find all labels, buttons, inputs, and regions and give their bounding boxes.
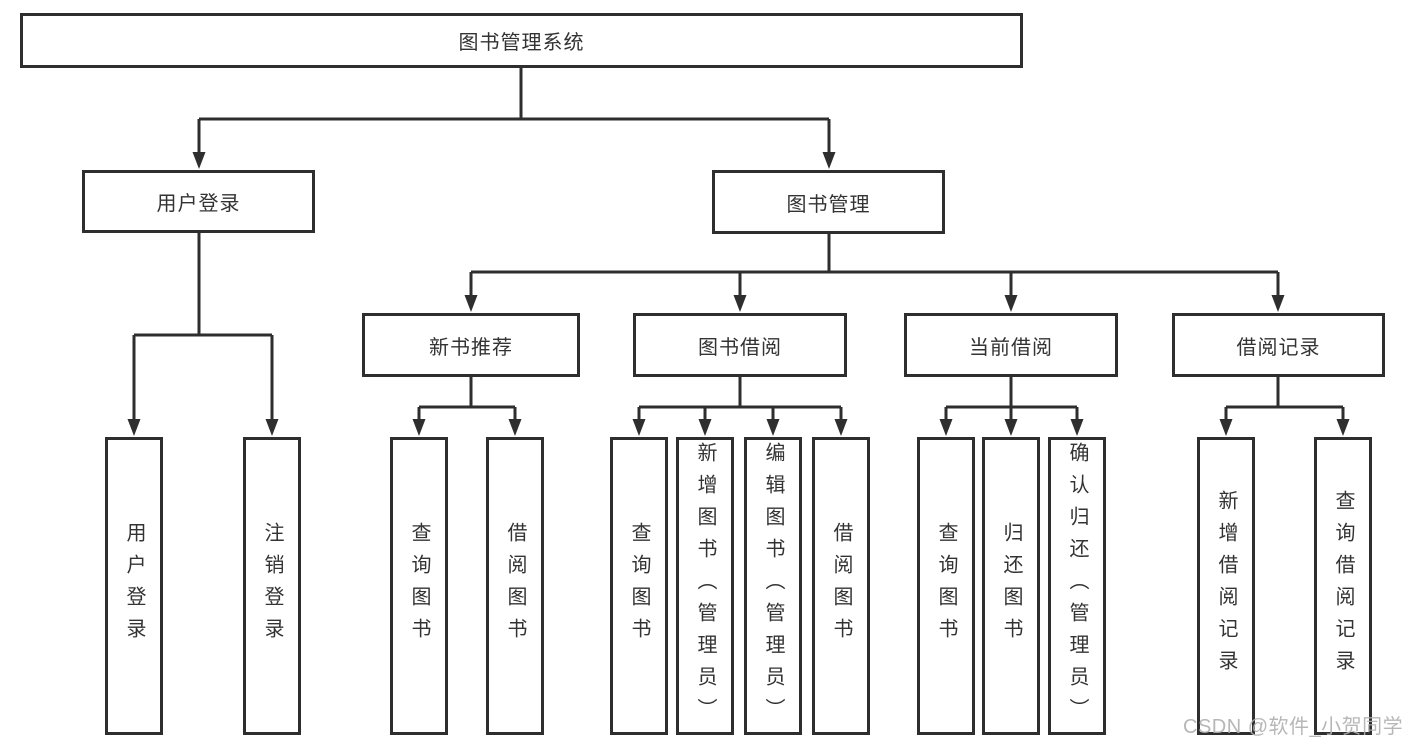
leaf-query-borrow-record-label: 查询借阅记录 — [1332, 490, 1354, 682]
leaf-logout: 注销登录 — [243, 437, 301, 735]
leaf-edit-book-admin-label: 编辑图书（管理员） — [762, 442, 784, 730]
leaf-add-book-admin: 新增图书（管理员） — [676, 437, 734, 735]
node-library-system: 图书管理系统 — [20, 13, 1023, 68]
node-user-login-branch-label: 用户登录 — [156, 193, 241, 215]
node-borrow-records-label: 借阅记录 — [1236, 336, 1321, 359]
node-new-book-recommend: 新书推荐 — [362, 313, 580, 377]
leaf-edit-book-admin: 编辑图书（管理员） — [744, 437, 802, 735]
leaf-add-borrow-record-label: 新增借阅记录 — [1215, 490, 1237, 682]
leaf-return-book-label: 归还图书 — [1000, 522, 1022, 650]
leaf-confirm-return-admin-label: 确认归还（管理员） — [1066, 442, 1088, 730]
leaf-query-books-borrow: 查询图书 — [610, 437, 668, 735]
leaf-query-books-borrow-label: 查询图书 — [628, 522, 650, 650]
node-current-borrow: 当前借阅 — [904, 313, 1118, 377]
leaf-user-login-label: 用户登录 — [123, 522, 145, 650]
csdn-watermark: CSDN @软件_小贺同学 — [1183, 716, 1404, 738]
node-current-borrow-label: 当前借阅 — [969, 336, 1053, 359]
node-library-system-label: 图书管理系统 — [458, 32, 585, 54]
leaf-borrow-books-recommend-label: 借阅图书 — [504, 522, 526, 650]
leaf-logout-label: 注销登录 — [261, 522, 283, 650]
leaf-query-books-current-label: 查询图书 — [935, 522, 957, 650]
leaf-query-books-recommend: 查询图书 — [390, 437, 448, 735]
leaf-add-borrow-record: 新增借阅记录 — [1197, 437, 1255, 735]
leaf-query-books-current: 查询图书 — [917, 437, 975, 735]
leaf-query-books-recommend-label: 查询图书 — [408, 522, 430, 650]
node-new-book-recommend-label: 新书推荐 — [429, 336, 513, 359]
leaf-confirm-return-admin: 确认归还（管理员） — [1048, 437, 1106, 735]
leaf-user-login: 用户登录 — [105, 437, 163, 735]
leaf-borrow-books: 借阅图书 — [812, 437, 870, 735]
node-book-borrow-label: 图书借阅 — [698, 336, 782, 359]
leaf-add-book-admin-label: 新增图书（管理员） — [694, 442, 716, 730]
node-user-login-branch: 用户登录 — [82, 170, 315, 233]
leaf-borrow-books-recommend: 借阅图书 — [486, 437, 544, 735]
leaf-borrow-books-label: 借阅图书 — [830, 522, 852, 650]
leaf-return-book: 归还图书 — [982, 437, 1040, 735]
node-book-management-branch: 图书管理 — [712, 170, 945, 234]
leaf-query-borrow-record: 查询借阅记录 — [1314, 437, 1372, 735]
node-book-borrow: 图书借阅 — [633, 313, 847, 377]
node-book-management-branch-label: 图书管理 — [786, 193, 871, 216]
node-borrow-records: 借阅记录 — [1172, 313, 1385, 377]
